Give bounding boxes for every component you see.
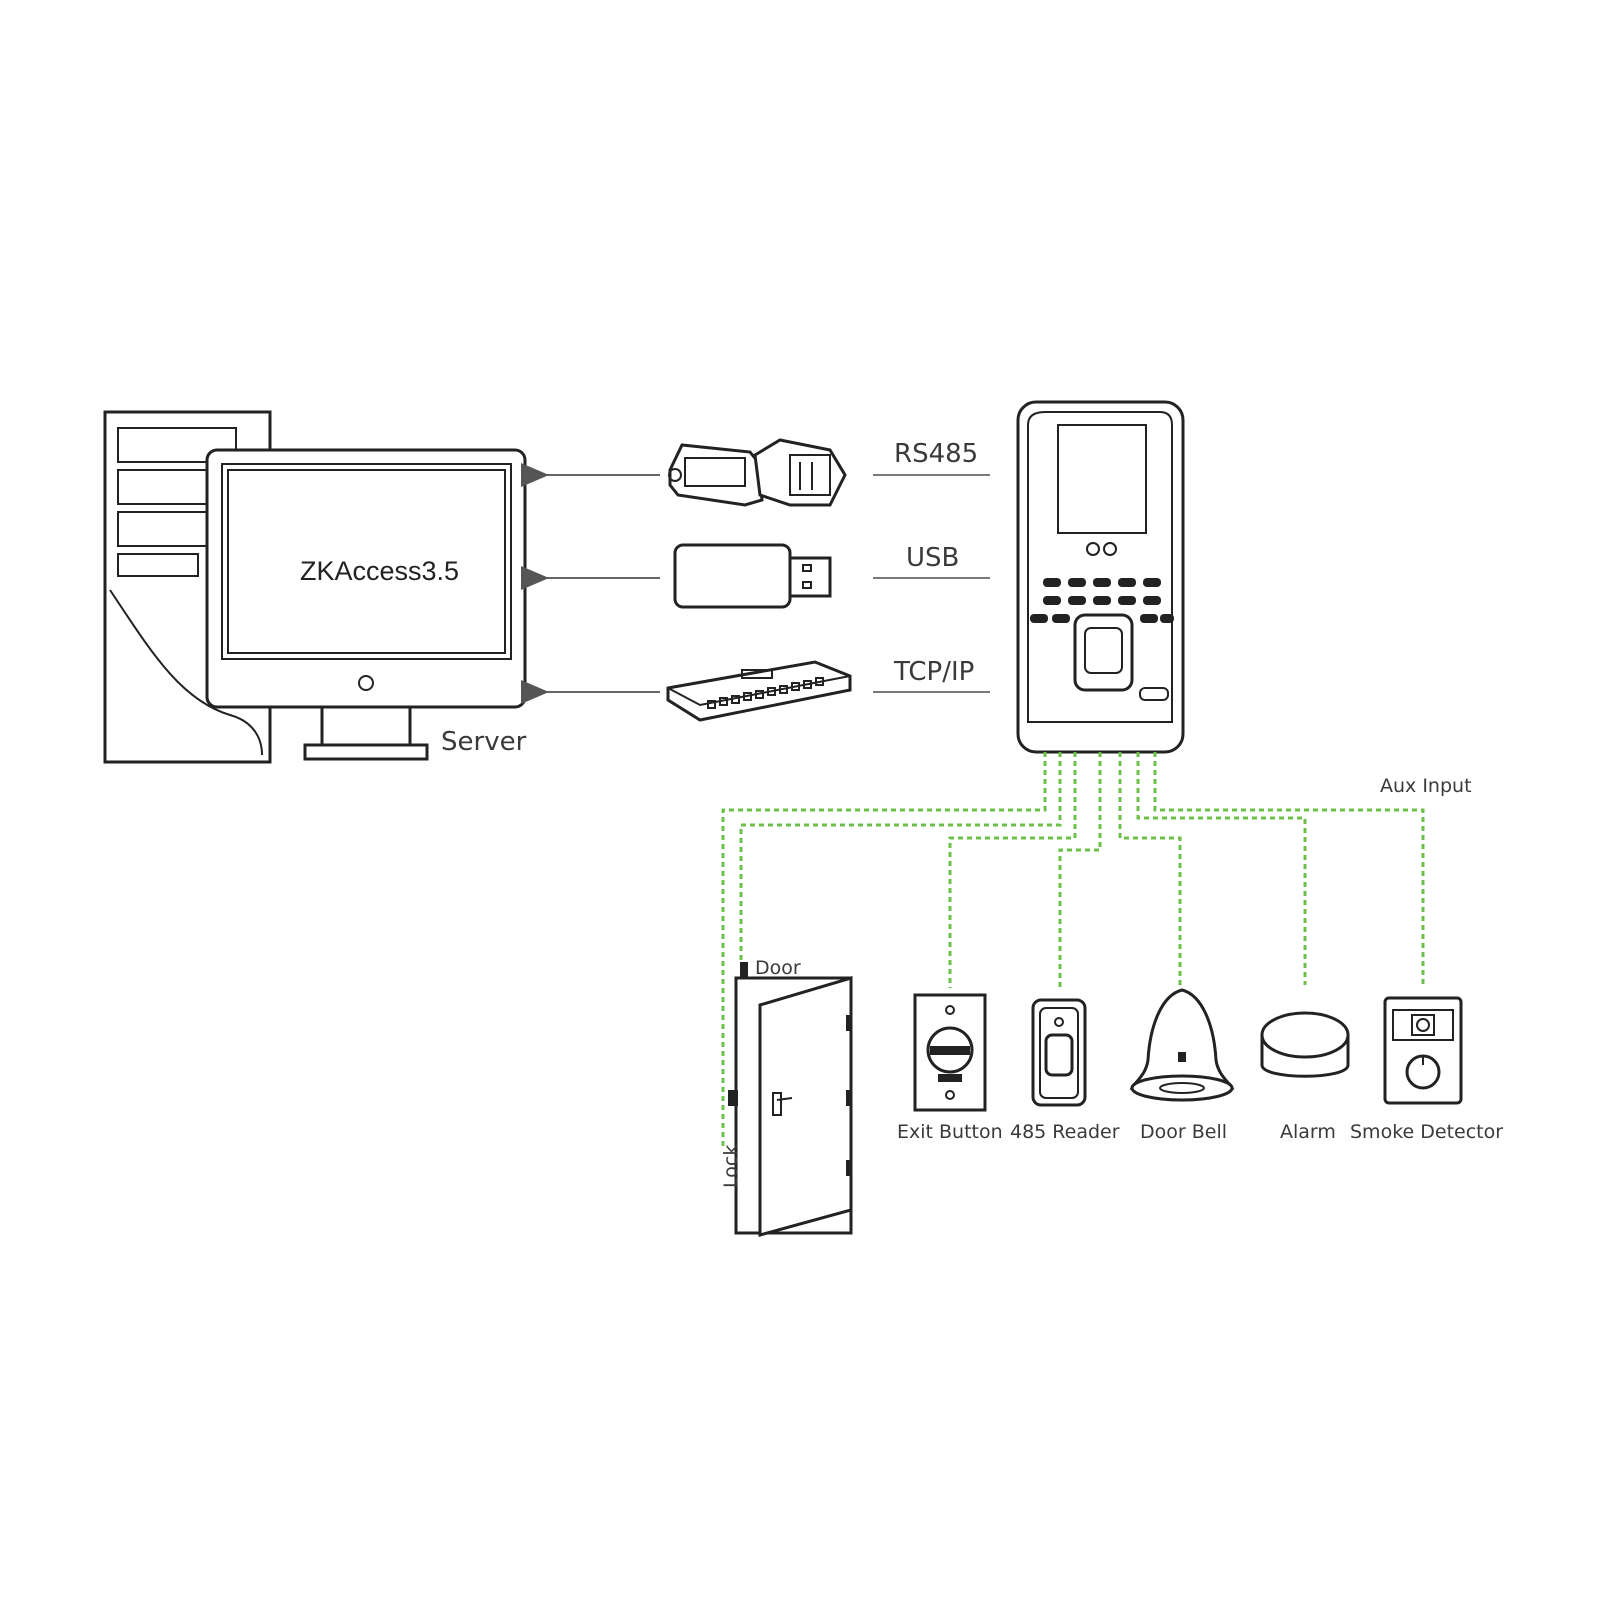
rs485-converter-icon — [668, 438, 847, 507]
server-screen-text: ZKAccess3.5 — [300, 556, 459, 586]
access-terminal-icon — [1016, 400, 1185, 754]
door-bell-icon — [1129, 988, 1235, 1102]
peripheral-label-door-bell: Door Bell — [1140, 1121, 1227, 1143]
peripheral-label-exit-button: Exit Button — [897, 1121, 1003, 1143]
link-arrows — [521, 463, 660, 704]
door-label: Door — [755, 957, 801, 979]
peripheral-wiring — [721, 752, 1425, 1150]
alarm-icon — [1260, 1011, 1350, 1078]
network-switch-icon — [666, 660, 852, 722]
server-computer-icon — [103, 410, 527, 764]
peripheral-label-485-reader: 485 Reader — [1010, 1121, 1120, 1143]
door-icon — [728, 962, 853, 1237]
link-label-usb: USB — [906, 543, 959, 573]
exit-button-icon — [913, 993, 987, 1112]
smoke-detector-icon — [1383, 996, 1463, 1105]
aux-input-label: Aux Input — [1380, 775, 1472, 797]
fingerprint-reader-icon — [1031, 998, 1087, 1107]
server-label: Server — [441, 727, 527, 757]
peripheral-label-alarm: Alarm — [1280, 1121, 1336, 1143]
peripheral-label-smoke-detector: Smoke Detector — [1350, 1121, 1503, 1143]
link-label-rs485: RS485 — [894, 439, 978, 469]
link-label-tcpip: TCP/IP — [893, 657, 974, 687]
lock-label: Lock — [720, 1145, 742, 1188]
usb-adapter-icon — [673, 543, 832, 609]
